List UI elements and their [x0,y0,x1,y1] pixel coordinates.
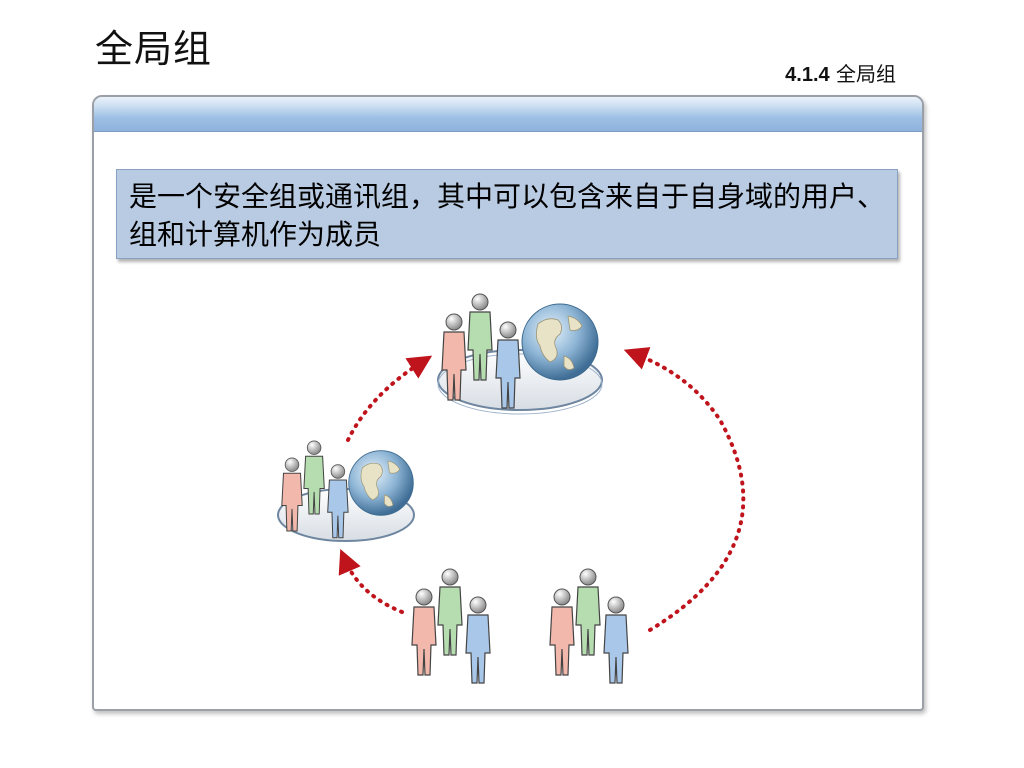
arrow-bottomright-to-top [623,347,746,632]
panel-header-bar [94,97,922,132]
user-group-bottom-left-icon [412,569,490,683]
definition-callout: 是一个安全组或通讯组，其中可以包含来自于自身域的用户、组和计算机作为成员 [116,169,898,259]
slide-title: 全局组 [95,27,213,71]
content-panel: 是一个安全组或通讯组，其中可以包含来自于自身域的用户、组和计算机作为成员 [92,95,924,711]
arrow-bottomleft-to-left [338,548,404,614]
domain-group-left-icon [277,441,415,542]
section-label: 4.1.4 全局组 [785,58,896,87]
domain-group-top-icon [437,294,603,415]
user-group-bottom-right-icon [550,569,628,683]
section-number: 4.1.4 [785,64,830,86]
arrow-left-to-top [346,355,433,442]
section-title: 全局组 [836,62,896,86]
